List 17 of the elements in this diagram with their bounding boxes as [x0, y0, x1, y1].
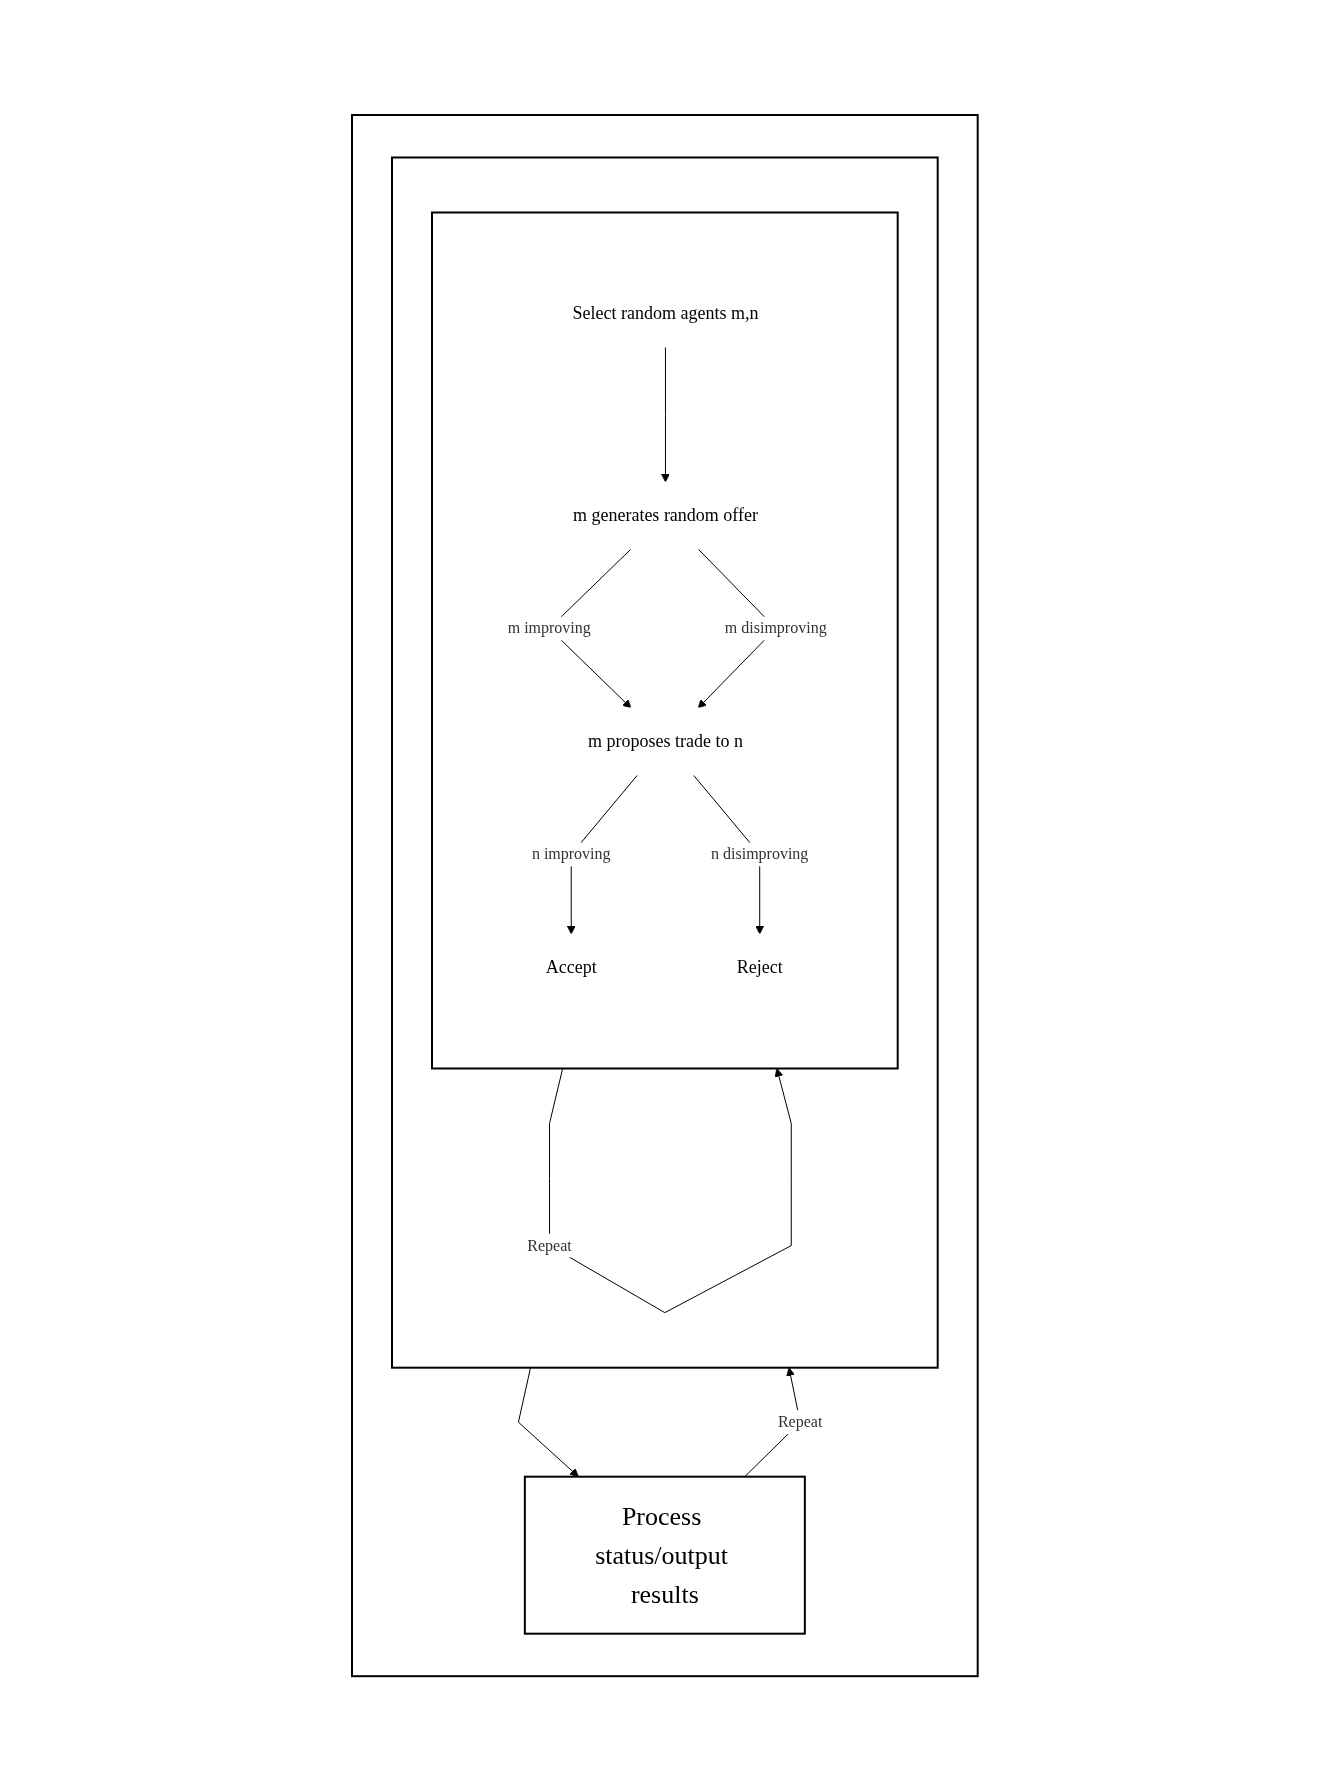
cluster: [431, 211, 899, 1070]
edge-label: Repeat: [527, 1236, 572, 1254]
node-text: Reject: [736, 956, 783, 977]
edge-label: n improving: [532, 845, 611, 863]
edge-label: Repeat: [778, 1413, 823, 1431]
edge-label: n disimproving: [711, 845, 809, 863]
edge-label: m disimproving: [725, 619, 827, 637]
cluster: [391, 156, 939, 1369]
cluster: [351, 113, 979, 1678]
edge-label: m improving: [507, 619, 591, 637]
arrow: [518, 1367, 579, 1477]
node-text: Accept: [545, 956, 597, 977]
node-box: Process status/output results: [524, 1475, 806, 1635]
node-text: m generates random offer: [573, 504, 759, 525]
node-text: Select random agents m,n: [572, 302, 759, 323]
arrow: [661, 346, 670, 483]
node-text: m proposes trade to n: [588, 730, 744, 751]
